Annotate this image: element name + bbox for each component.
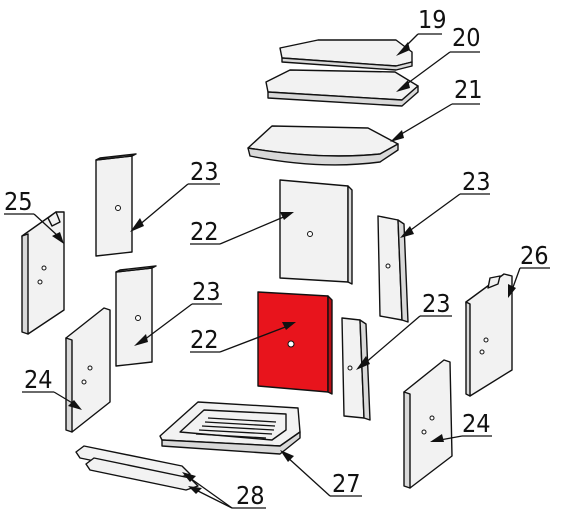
label-25: 25	[4, 187, 33, 216]
part-number-labels: 19 20 21 22 22 23 23 23 23 25 24 26 24 2…	[4, 5, 549, 510]
label-26: 26	[520, 241, 549, 270]
label-23-lower-right: 23	[422, 289, 451, 318]
label-28: 28	[236, 481, 265, 510]
part-19-baffle-top[interactable]	[279, 39, 413, 71]
label-23-lower-left: 23	[192, 277, 221, 306]
part-23-side-brick-upper-right[interactable]	[377, 215, 409, 323]
part-23-side-brick-lower-left[interactable]	[115, 265, 157, 367]
part-20-baffle[interactable]	[265, 69, 419, 107]
label-20: 20	[452, 23, 481, 52]
part-24-right-side-brick[interactable]	[403, 359, 453, 489]
label-21: 21	[454, 75, 483, 104]
part-23-side-brick-lower-right[interactable]	[341, 317, 371, 421]
grate-bars	[195, 417, 277, 439]
label-23-upper-left: 23	[190, 157, 219, 186]
label-22-lower: 22	[190, 325, 219, 354]
part-21-deflector[interactable]	[247, 125, 399, 166]
part-27-grate-tray[interactable]	[159, 401, 301, 455]
part-22-back-brick-lower-highlighted[interactable]	[257, 291, 333, 395]
label-24-left: 24	[24, 365, 53, 394]
label-22-upper: 22	[190, 217, 219, 246]
leader-lines	[4, 33, 550, 509]
part-23-side-brick-upper-left[interactable]	[95, 153, 137, 257]
label-19: 19	[418, 5, 447, 34]
part-28-fire-bars[interactable]	[75, 445, 199, 491]
part-24-left-side-brick[interactable]	[65, 307, 111, 433]
label-27: 27	[332, 469, 361, 498]
part-22-back-brick-upper[interactable]	[279, 179, 353, 285]
part-26-right-notched-brick[interactable]	[465, 273, 513, 397]
part-25-left-notched-brick[interactable]	[21, 211, 65, 335]
label-24-right: 24	[462, 409, 491, 438]
label-23-upper-right: 23	[462, 167, 491, 196]
